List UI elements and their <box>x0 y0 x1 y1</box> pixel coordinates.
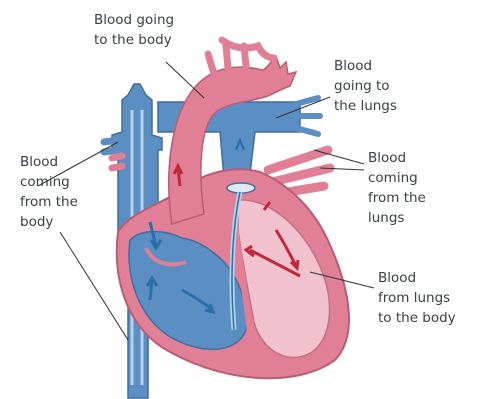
label-blood-from-lungs: Blood coming from the lungs <box>368 148 426 228</box>
label-blood-from-body: Blood coming from the body <box>20 152 78 232</box>
label-blood-lungs-to-body: Blood from lungs to the body <box>378 268 456 328</box>
label-blood-to-lungs: Blood going to the lungs <box>334 56 397 116</box>
valve-ring <box>227 183 255 193</box>
label-blood-to-body: Blood going to the body <box>94 10 174 50</box>
